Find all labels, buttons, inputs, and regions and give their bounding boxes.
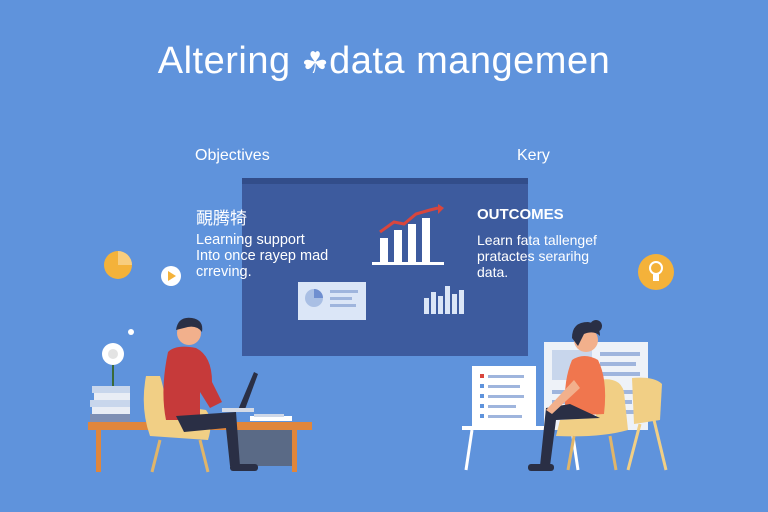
right-line-1: Learn fata tallengef — [477, 232, 597, 248]
woman-working — [528, 320, 606, 471]
play-icon — [161, 266, 181, 286]
title-text-1: Altering — [157, 40, 302, 82]
bar-chart-icon — [372, 204, 444, 265]
title-text-2: data mangemen — [329, 40, 611, 82]
leaf-icon: ☘ — [301, 47, 330, 80]
left-line-2: Into once rayep mad — [196, 248, 329, 264]
presentation-board — [242, 178, 528, 356]
left-line-3: crreving. — [196, 264, 252, 280]
cjk-heading: 靦腾犄 — [196, 209, 247, 228]
small-bar-chart-icon — [424, 286, 464, 314]
pie-card-icon — [298, 282, 366, 320]
desk-papers — [250, 414, 292, 421]
right-line-2: pratactes serarihg — [477, 248, 590, 264]
checklist-board — [472, 366, 536, 428]
left-line-1: Learning support — [196, 232, 305, 248]
man-with-laptop — [163, 317, 258, 471]
pie-chart-icon — [104, 251, 132, 279]
left-text-block: Learning support Into once rayep mad crr… — [196, 232, 328, 280]
outcomes-heading: OUTCOMES — [477, 206, 564, 223]
books-stack — [90, 386, 130, 422]
right-chair — [556, 377, 668, 471]
lightbulb-icon — [638, 254, 674, 290]
right-text-block: Learn fata tallengef pratactes serarihg … — [477, 232, 597, 280]
page-title: Altering ☘data mangemen — [0, 40, 768, 83]
key-heading: Kery — [517, 147, 550, 164]
flower-plant — [102, 329, 134, 386]
objectives-heading: Objectives — [195, 147, 270, 164]
right-line-3: data. — [477, 264, 509, 280]
